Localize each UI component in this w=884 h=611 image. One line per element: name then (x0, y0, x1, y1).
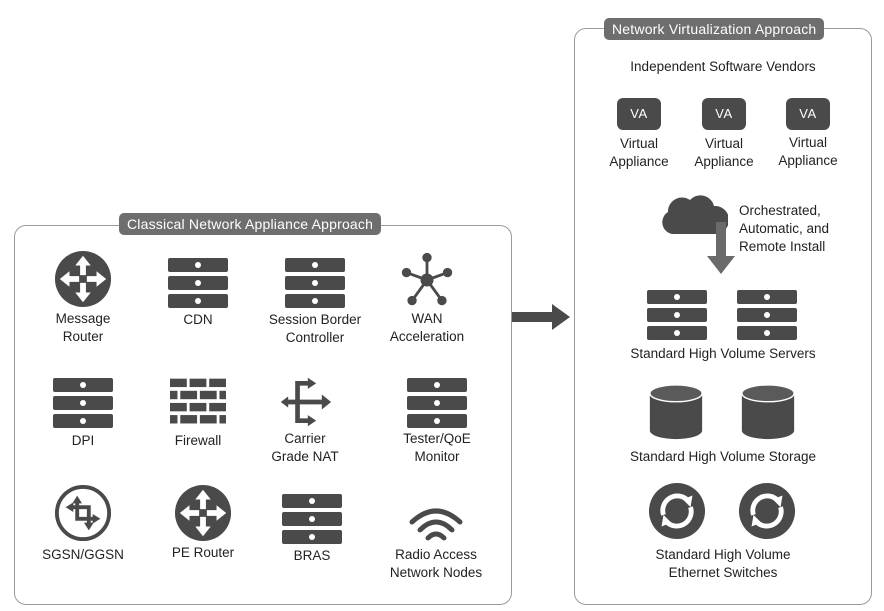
sbc-label-1: Session Border (268, 312, 362, 327)
va-badge: VA (702, 98, 746, 130)
radio-label-2: Network Nodes (389, 565, 483, 580)
nat-arrows-icon (277, 374, 333, 430)
orch-line-3: Remote Install (739, 239, 826, 254)
server-stack-icon (168, 258, 228, 308)
sbc-label-2: Controller (285, 330, 345, 345)
down-arrow-icon (707, 222, 735, 274)
server-stack-icon (647, 290, 707, 340)
orchestration-label: Orchestrated, Automatic, and Remote Inst… (739, 202, 829, 256)
switches-line-1: Standard High Volume (655, 547, 791, 562)
brick-wall-icon (170, 378, 226, 426)
va1-label-2: Appliance (609, 154, 669, 169)
va-badge: VA (617, 98, 661, 130)
sgsn-ggsn-item: SGSN/GGSN (33, 484, 133, 564)
wireless-icon (406, 504, 466, 544)
bras-label: BRAS (293, 548, 331, 563)
radio-label-1: Radio Access (395, 547, 477, 562)
router-icon (174, 484, 232, 542)
tester-qoe-item: Tester/QoE Monitor (387, 378, 487, 466)
firewall-label: Firewall (174, 433, 222, 448)
cdn-item: CDN (158, 258, 238, 329)
wan-label-1: WAN (411, 311, 443, 326)
independent-vendors-label: Independent Software Vendors (630, 59, 816, 74)
switches-line-2: Ethernet Switches (668, 565, 778, 580)
network-star-icon (399, 252, 455, 308)
server-stack-icon (737, 290, 797, 340)
storage-icon (648, 383, 704, 441)
wan-acceleration-item: WAN Acceleration (377, 252, 477, 346)
nat-label-1: Carrier (284, 431, 326, 446)
tester-label-1: Tester/QoE (403, 431, 471, 446)
virtualization-approach-title: Network Virtualization Approach (604, 18, 825, 40)
orch-line-2: Automatic, and (739, 221, 830, 236)
switch-icon (738, 482, 796, 540)
va2-label-1: Virtual (704, 136, 744, 151)
message-router-label-2: Router (62, 329, 104, 344)
tester-label-2: Monitor (414, 449, 460, 464)
dpi-item: DPI (43, 378, 123, 450)
va2-label-2: Appliance (694, 154, 754, 169)
nat-label-2: Grade NAT (271, 449, 339, 464)
storage-label: Standard High Volume Storage (629, 449, 817, 464)
sgsn-icon (54, 484, 112, 542)
bras-item: BRAS (272, 494, 352, 565)
cdn-label: CDN (183, 312, 213, 327)
va1-label-1: Virtual (619, 136, 659, 151)
server-stack-icon (407, 378, 467, 428)
classical-approach-title: Classical Network Appliance Approach (119, 213, 382, 235)
sgsn-label: SGSN/GGSN (42, 547, 124, 562)
orch-line-1: Orchestrated, (739, 203, 821, 218)
switch-icon (648, 482, 706, 540)
router-icon (54, 250, 112, 308)
server-stack-icon (53, 378, 113, 428)
server-stack-icon (282, 494, 342, 544)
switches-label: Standard High Volume Ethernet Switches (574, 546, 872, 582)
pe-router-item: PE Router (158, 484, 248, 562)
firewall-item: Firewall (158, 378, 238, 450)
va3-label-2: Appliance (778, 153, 838, 168)
pe-router-label: PE Router (171, 545, 235, 560)
server-stack-icon (285, 258, 345, 308)
dpi-label: DPI (71, 433, 95, 448)
storage-icon (740, 383, 796, 441)
va-badge: VA (786, 98, 830, 130)
va3-label-1: Virtual (788, 135, 828, 150)
servers-label: Standard High Volume Servers (630, 346, 816, 361)
transition-arrow-icon (512, 304, 570, 330)
wan-label-2: Acceleration (389, 329, 465, 344)
message-router-label-1: Message (55, 311, 111, 326)
